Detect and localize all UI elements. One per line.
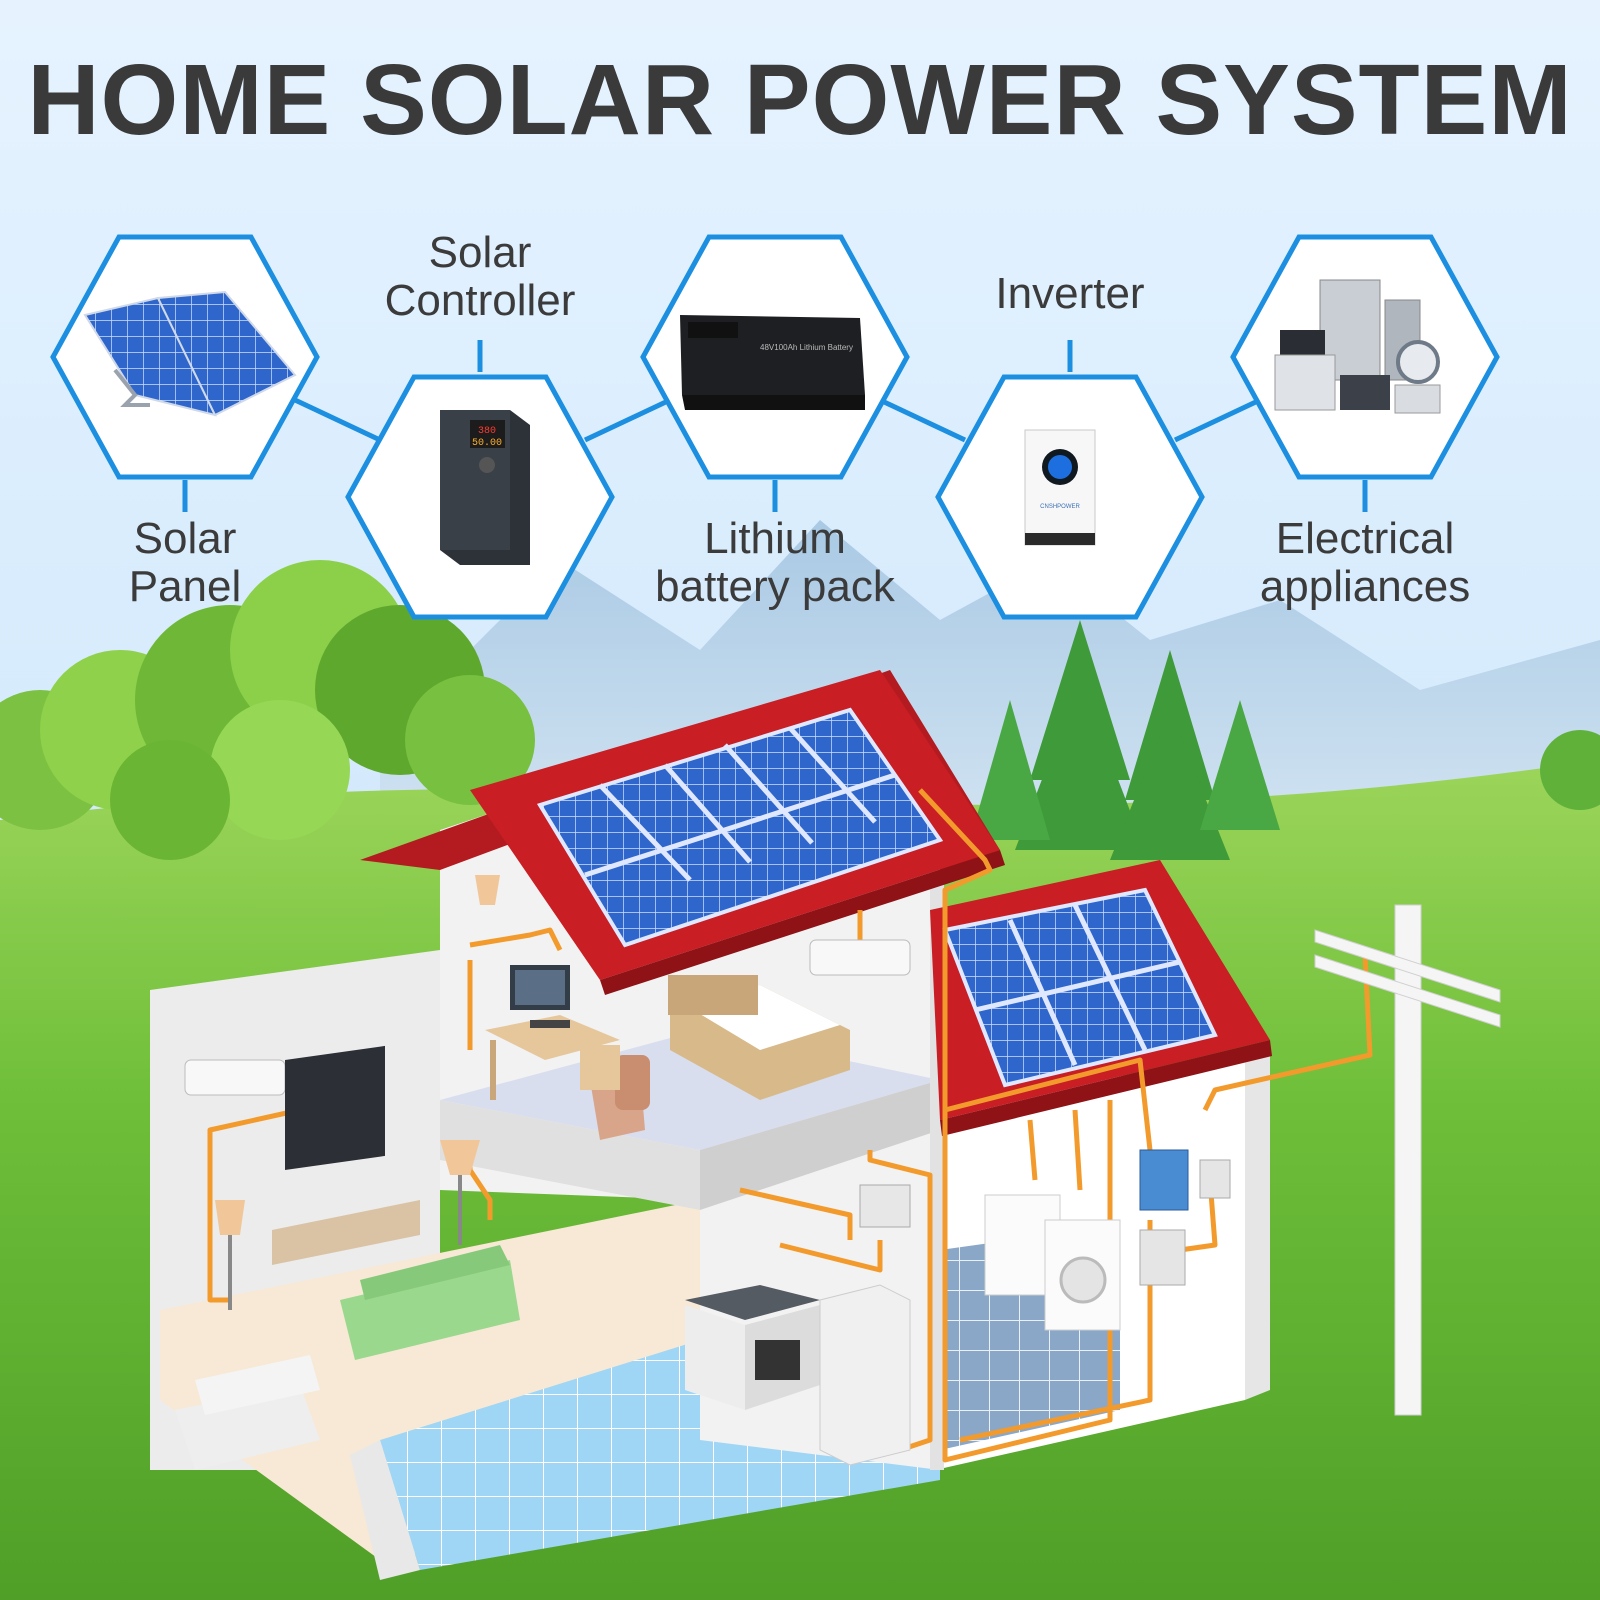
interior-furniture [184,875,1231,1466]
hexagon-solar-controller: 380 50.00 [345,374,615,620]
solar-panel-icon [83,290,297,417]
battery-pack-icon: 48V100Ah Lithium Battery [680,315,865,410]
svg-text:50.00: 50.00 [472,438,502,449]
svg-text:CNSHPOWER: CNSHPOWER [1040,504,1080,510]
connector-lines [182,340,1368,512]
hexagon-inverter: CNSHPOWER [935,374,1205,620]
label-inverter: Inverter [995,269,1145,318]
trees-left [0,560,535,860]
label-appliances: Electrical appliances [1259,514,1471,611]
solar-controller-icon: 380 50.00 [440,410,530,565]
roof-solar-panels [536,707,1218,1088]
svg-text:380: 380 [478,426,496,437]
inverter-icon: CNSHPOWER [1024,429,1096,546]
label-solar-panel: Solar Panel [128,514,242,611]
svg-text:48V100Ah Lithium Battery: 48V100Ah Lithium Battery [760,343,853,352]
label-battery-pack: Lithium battery pack [655,514,895,611]
page-title: HOME SOLAR POWER SYSTEM [27,44,1573,156]
appliances-icon [1274,279,1441,414]
hexagon-solar-panel [50,234,320,480]
label-solar-controller: Solar Controller [384,228,576,325]
hexagon-battery-pack: 48V100Ah Lithium Battery [640,234,910,480]
hexagon-appliances [1230,234,1500,480]
utility-pole [1314,904,1501,1416]
trees-right [970,620,1600,860]
